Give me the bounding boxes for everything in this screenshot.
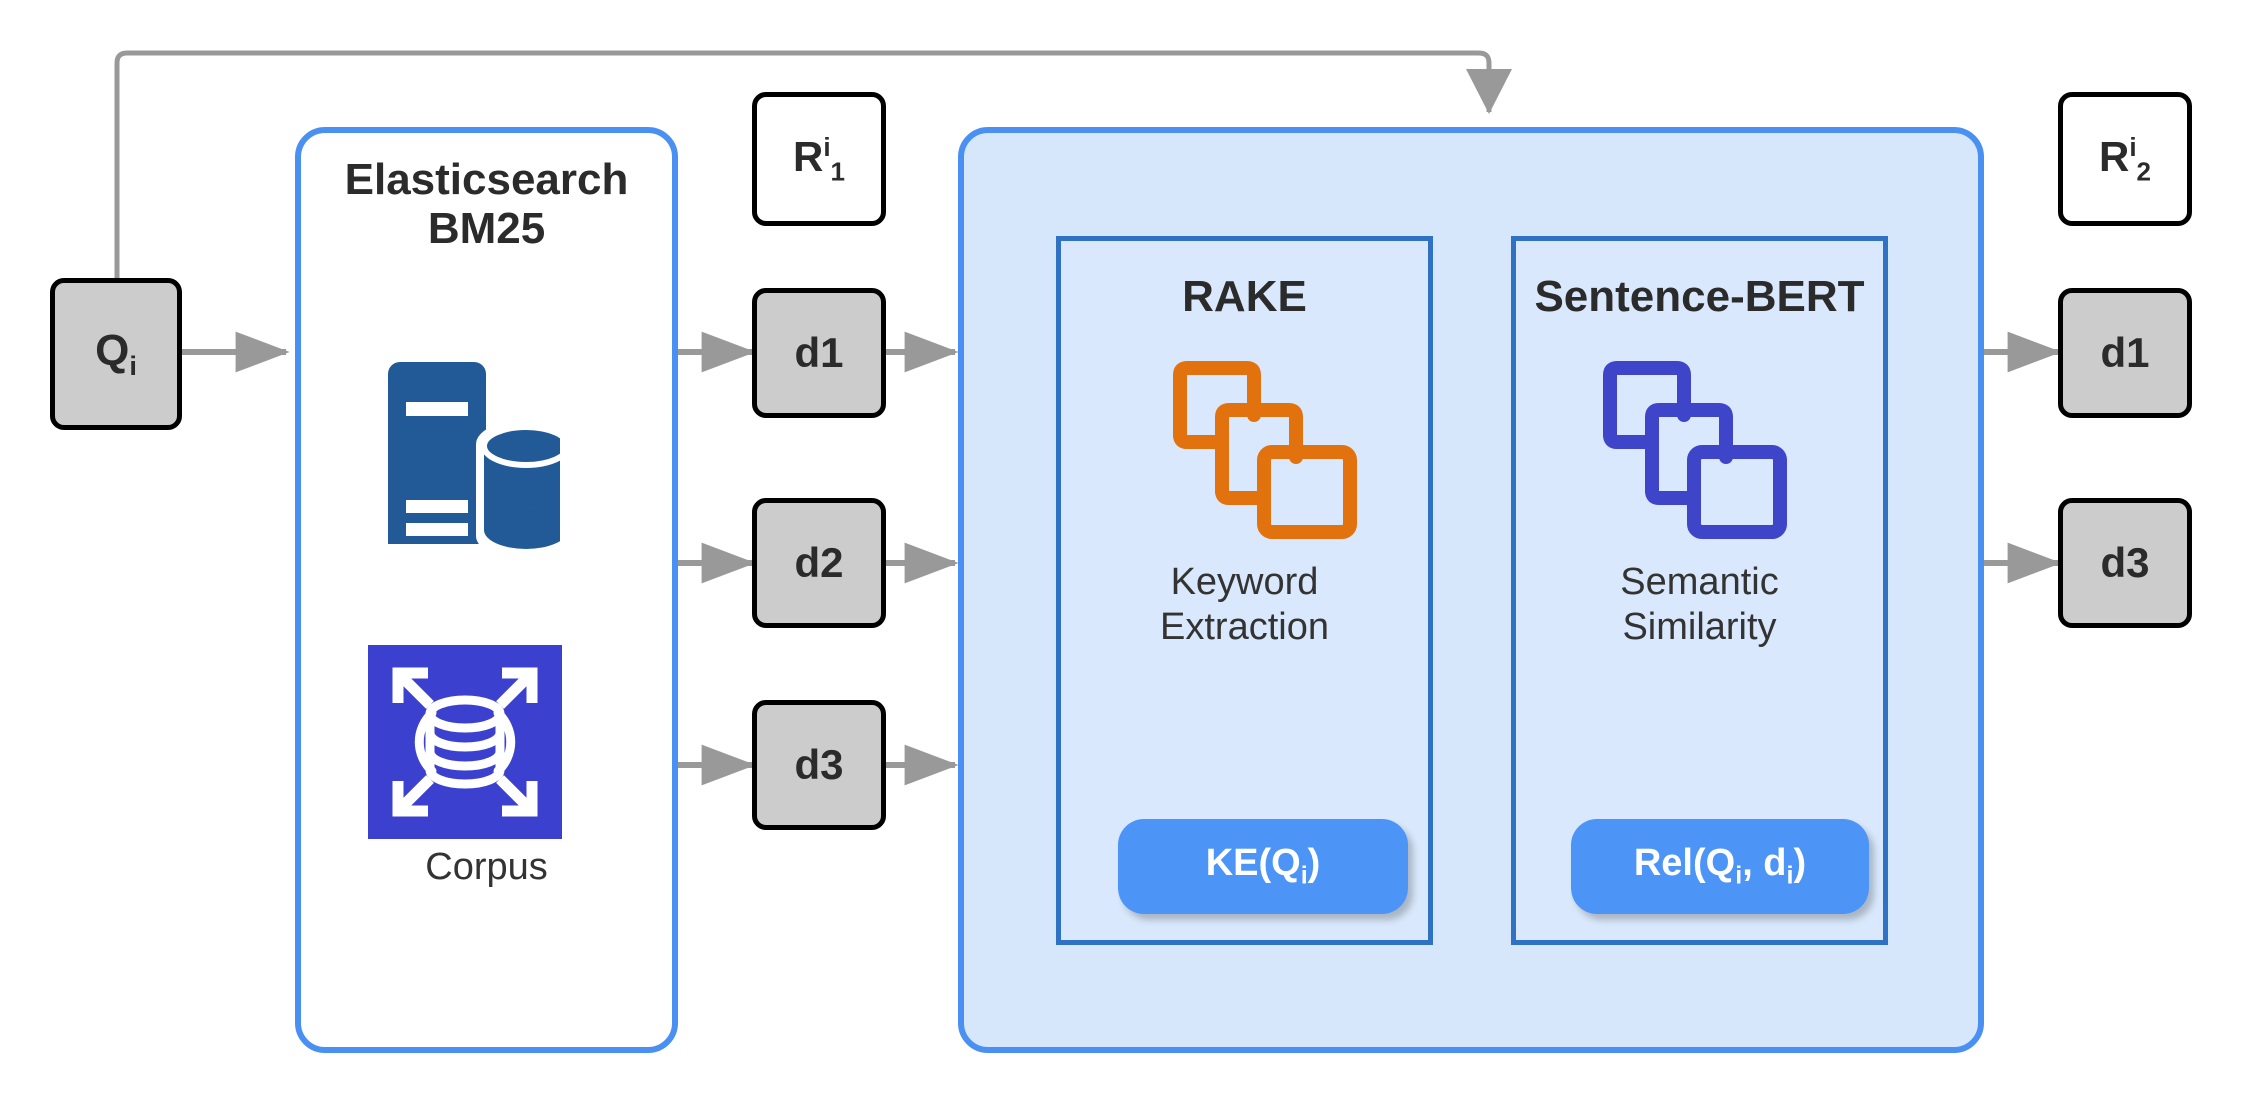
elasticsearch-title-line2: BM25 [427, 204, 546, 254]
stacked-squares-icon [1165, 355, 1365, 545]
stage1-document-d1-label: d1 [794, 329, 844, 376]
keyword-extraction-pill[interactable]: KE(Qi) [1118, 819, 1408, 914]
rel-pill-tail: ) [1793, 842, 1807, 885]
stage1-document-d3[interactable]: d3 [752, 700, 886, 830]
corpus-expand-icon [368, 645, 562, 839]
stage1-document-d3-label: d3 [794, 741, 844, 788]
elasticsearch-title-line1: Elasticsearch [344, 155, 629, 204]
stage2-ranking-sup: i [2129, 131, 2137, 162]
stage2-ranking-node[interactable]: Ri2 [2058, 92, 2192, 226]
ke-pill-base: KE(Q [1205, 842, 1301, 885]
query-node[interactable]: Qi [50, 278, 182, 430]
elasticsearch-panel [295, 127, 678, 1053]
stacked-squares-icon [1595, 355, 1795, 545]
rel-pill-mid: , d [1742, 842, 1787, 885]
rel-pill-label: Rel(Qi, di) [1634, 842, 1806, 891]
stage1-ranking-sup: i [823, 131, 831, 162]
corpus-caption: Corpus [425, 846, 548, 888]
stage2-document-d1[interactable]: d1 [2058, 288, 2192, 418]
rake-caption: Keyword Extraction [1056, 560, 1433, 650]
stage1-ranking-node[interactable]: Ri1 [752, 92, 886, 226]
rake-caption-line1: Keyword [1170, 561, 1319, 603]
rel-pill-base: Rel(Q [1633, 842, 1736, 885]
stage1-ranking-label: Ri1 [793, 134, 845, 184]
ke-pill-sub: i [1300, 861, 1308, 890]
sentence-bert-title: Sentence-BERT [1534, 272, 1865, 321]
sbert-caption-line1: Semantic [1620, 561, 1779, 603]
elasticsearch-title: Elasticsearch BM25 [295, 155, 678, 254]
ke-pill-label: KE(Qi) [1206, 842, 1321, 891]
relevance-pill[interactable]: Rel(Qi, di) [1571, 819, 1869, 914]
rake-caption-line2: Extraction [1160, 605, 1329, 648]
query-label-sub: i [129, 349, 137, 381]
ke-pill-tail: ) [1307, 842, 1321, 885]
stage1-document-d1[interactable]: d1 [752, 288, 886, 418]
rel-pill-sub2: i [1786, 861, 1794, 890]
stage2-ranking-base: R [2098, 132, 2130, 180]
sbert-caption-line2: Similarity [1622, 605, 1777, 648]
server-database-icon [380, 360, 560, 560]
stage2-ranking-label: Ri2 [2099, 134, 2151, 184]
stage2-ranking-sub: 2 [2136, 156, 2152, 187]
stage1-document-d2[interactable]: d2 [752, 498, 886, 628]
sentence-bert-caption: Semantic Similarity [1511, 560, 1888, 650]
stage2-document-d3-label: d3 [2100, 539, 2150, 586]
rel-pill-sub1: i [1735, 861, 1743, 890]
stage1-ranking-sub: 1 [830, 156, 846, 187]
stage1-ranking-base: R [792, 132, 824, 180]
stage2-document-d1-label: d1 [2100, 329, 2150, 376]
stage1-document-d2-label: d2 [794, 539, 844, 586]
query-label: Qi [95, 325, 137, 381]
query-label-base: Q [95, 325, 130, 375]
rake-title: RAKE [1182, 272, 1307, 321]
stage2-document-d3[interactable]: d3 [2058, 498, 2192, 628]
